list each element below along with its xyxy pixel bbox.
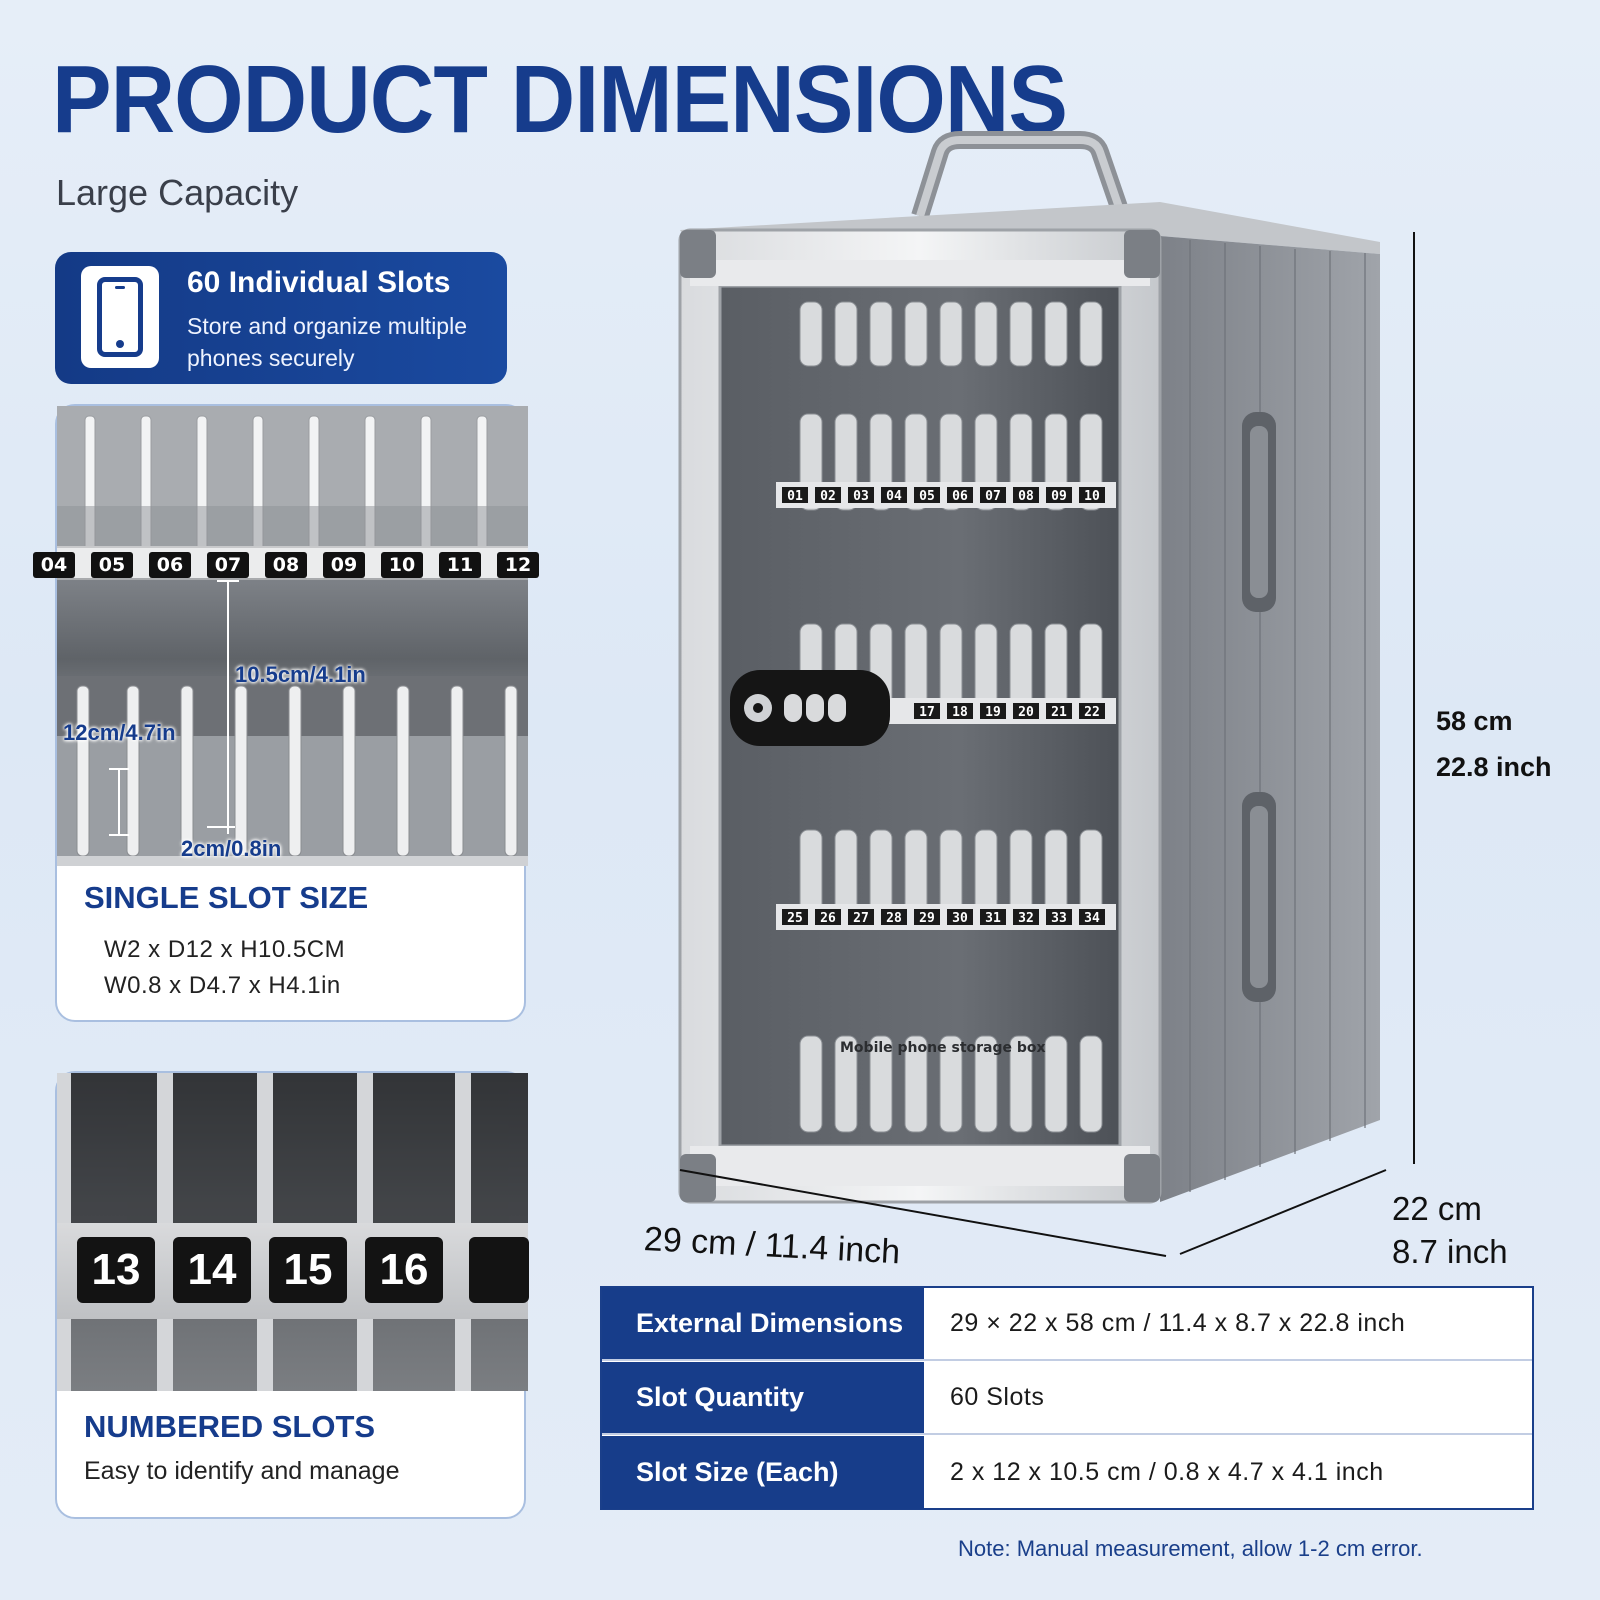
slot-height-label: 10.5cm/4.1in	[235, 662, 366, 687]
cabinet-slot-number: 33	[1051, 911, 1067, 926]
cabinet-slot-number: 19	[985, 705, 1001, 720]
slot-size-metric: W2 x D12 x H10.5CM	[104, 936, 346, 963]
cabinet-slot-number: 28	[886, 911, 902, 926]
slot-number: 15	[269, 1237, 347, 1303]
cabinet-slot-number: 31	[985, 911, 1001, 926]
cabinet-slot-number: 29	[919, 911, 935, 926]
slot-dividers-bottom	[57, 676, 528, 866]
cabinet-slot-number: 01	[787, 489, 803, 504]
slot-number: 07	[207, 552, 249, 578]
height-guide-line	[227, 580, 229, 834]
feature-title: 60 Individual Slots	[187, 266, 451, 299]
cabinet-slot-number: 25	[787, 911, 803, 926]
slot-number: 16	[365, 1237, 443, 1303]
spec-row-slot-quantity: Slot Quantity 60 Slots	[602, 1362, 1532, 1435]
depth-inch-label: 8.7 inch	[1392, 1233, 1508, 1270]
dimension-guides	[679, 232, 1415, 1257]
depth-guide-cap	[109, 768, 129, 770]
spec-label: External Dimensions	[602, 1288, 924, 1359]
cabinet-slot-number: 09	[1051, 489, 1067, 504]
depth-guide-cap	[109, 834, 129, 836]
cabinet-slot-number: 06	[952, 489, 968, 504]
spec-value: 60 Slots	[950, 1383, 1045, 1411]
phone-icon	[97, 277, 143, 357]
cabinet-slot-number: 27	[853, 911, 869, 926]
phone-badge	[81, 266, 159, 368]
slot-number: 10	[381, 552, 423, 578]
height-guide-cap	[217, 580, 239, 582]
slot-number: 14	[173, 1237, 251, 1303]
cabinet-slot-number: 22	[1084, 705, 1100, 720]
height-cm-label: 58 cm	[1436, 706, 1513, 736]
slot-size-card: 04 05 06 07 08 09 10 11 12	[33, 404, 539, 1022]
slot-number: 04	[33, 552, 75, 578]
feature-description: Store and organize multiple phones secur…	[187, 313, 467, 371]
cabinet-slot-number: 30	[952, 911, 968, 926]
cabinet-slot-number: 32	[1018, 911, 1034, 926]
slot-dividers-top	[57, 406, 528, 566]
page-title: PRODUCT DIMENSIONS	[52, 46, 1068, 153]
slot-size-imperial: W0.8 x D4.7 x H4.1in	[104, 972, 341, 999]
cabinet-slot-number: 17	[919, 705, 935, 720]
height-inch-label: 22.8 inch	[1436, 752, 1552, 782]
cabinet-slot-number: 10	[1084, 489, 1100, 504]
spec-label: Slot Quantity	[602, 1362, 924, 1433]
spec-row-external-dimensions: External Dimensions 29 × 22 x 58 cm / 11…	[602, 1288, 1532, 1361]
slot-number: 09	[323, 552, 365, 578]
cabinet-slot-number: 02	[820, 489, 836, 504]
slot-depth-label: 12cm/4.7in	[63, 720, 176, 745]
numbered-closeup-photo: 13 14 15 16	[57, 1073, 529, 1391]
spec-row-slot-size: Slot Size (Each) 2 x 12 x 10.5 cm / 0.8 …	[602, 1436, 1532, 1509]
feature-card: 60 Individual Slots Store and organize m…	[55, 252, 507, 384]
cabinet-slot-number: 07	[985, 489, 1001, 504]
spec-value: 29 × 22 x 58 cm / 11.4 x 8.7 x 22.8 inch	[950, 1309, 1406, 1337]
slot-number-partial	[469, 1237, 529, 1303]
measurement-note: Note: Manual measurement, allow 1-2 cm e…	[958, 1536, 1423, 1561]
cabinet-slot-number: 18	[952, 705, 968, 720]
width-guide-line	[207, 826, 235, 828]
numbered-label-bar: 13 14 15 16	[57, 1223, 529, 1319]
depth-cm-label: 22 cm	[1392, 1190, 1482, 1227]
page-subtitle: Large Capacity	[56, 172, 299, 213]
cabinet-slot-number: 03	[853, 489, 869, 504]
slot-number: 05	[91, 552, 133, 578]
cabinet-slot-number: 08	[1018, 489, 1034, 504]
depth-guide-line	[118, 768, 120, 834]
cabinet-slot-number: 05	[919, 489, 935, 504]
slot-width-label: 2cm/0.8in	[181, 836, 282, 861]
numbered-slots-description: Easy to identify and manage	[84, 1457, 400, 1485]
door-label: Mobile phone storage box	[840, 1040, 1046, 1056]
slot-size-title: SINGLE SLOT SIZE	[84, 880, 369, 915]
slot-number-bar: 04 05 06 07 08 09 10 11 12	[33, 546, 539, 580]
spec-label: Slot Size (Each)	[602, 1436, 924, 1509]
slot-number: 12	[497, 552, 539, 578]
cabinet-slot-number: 04	[886, 489, 902, 504]
cabinet-slot-number: 20	[1018, 705, 1034, 720]
cabinet-slot-number: 34	[1084, 911, 1100, 926]
spec-value: 2 x 12 x 10.5 cm / 0.8 x 4.7 x 4.1 inch	[950, 1458, 1384, 1486]
cabinet-slot-number: 26	[820, 911, 836, 926]
numbered-slots-card: 13 14 15 16 NUMBERED SLOTS Easy to ident…	[55, 1071, 529, 1519]
slot-closeup-photo: 04 05 06 07 08 09 10 11 12	[33, 406, 539, 866]
numbered-slots-title: NUMBERED SLOTS	[84, 1409, 376, 1444]
cabinet-slot-number: 21	[1051, 705, 1067, 720]
slot-number: 13	[77, 1237, 155, 1303]
combination-lock-icon	[730, 670, 890, 746]
slot-number: 06	[149, 552, 191, 578]
storage-cabinet-illustration: 01 02 03 04 05 06 07 08 09 10 17 18 19 2…	[678, 131, 1380, 1204]
slot-number: 08	[265, 552, 307, 578]
slot-number: 11	[439, 552, 481, 578]
spec-table: External Dimensions 29 × 22 x 58 cm / 11…	[600, 1286, 1534, 1510]
